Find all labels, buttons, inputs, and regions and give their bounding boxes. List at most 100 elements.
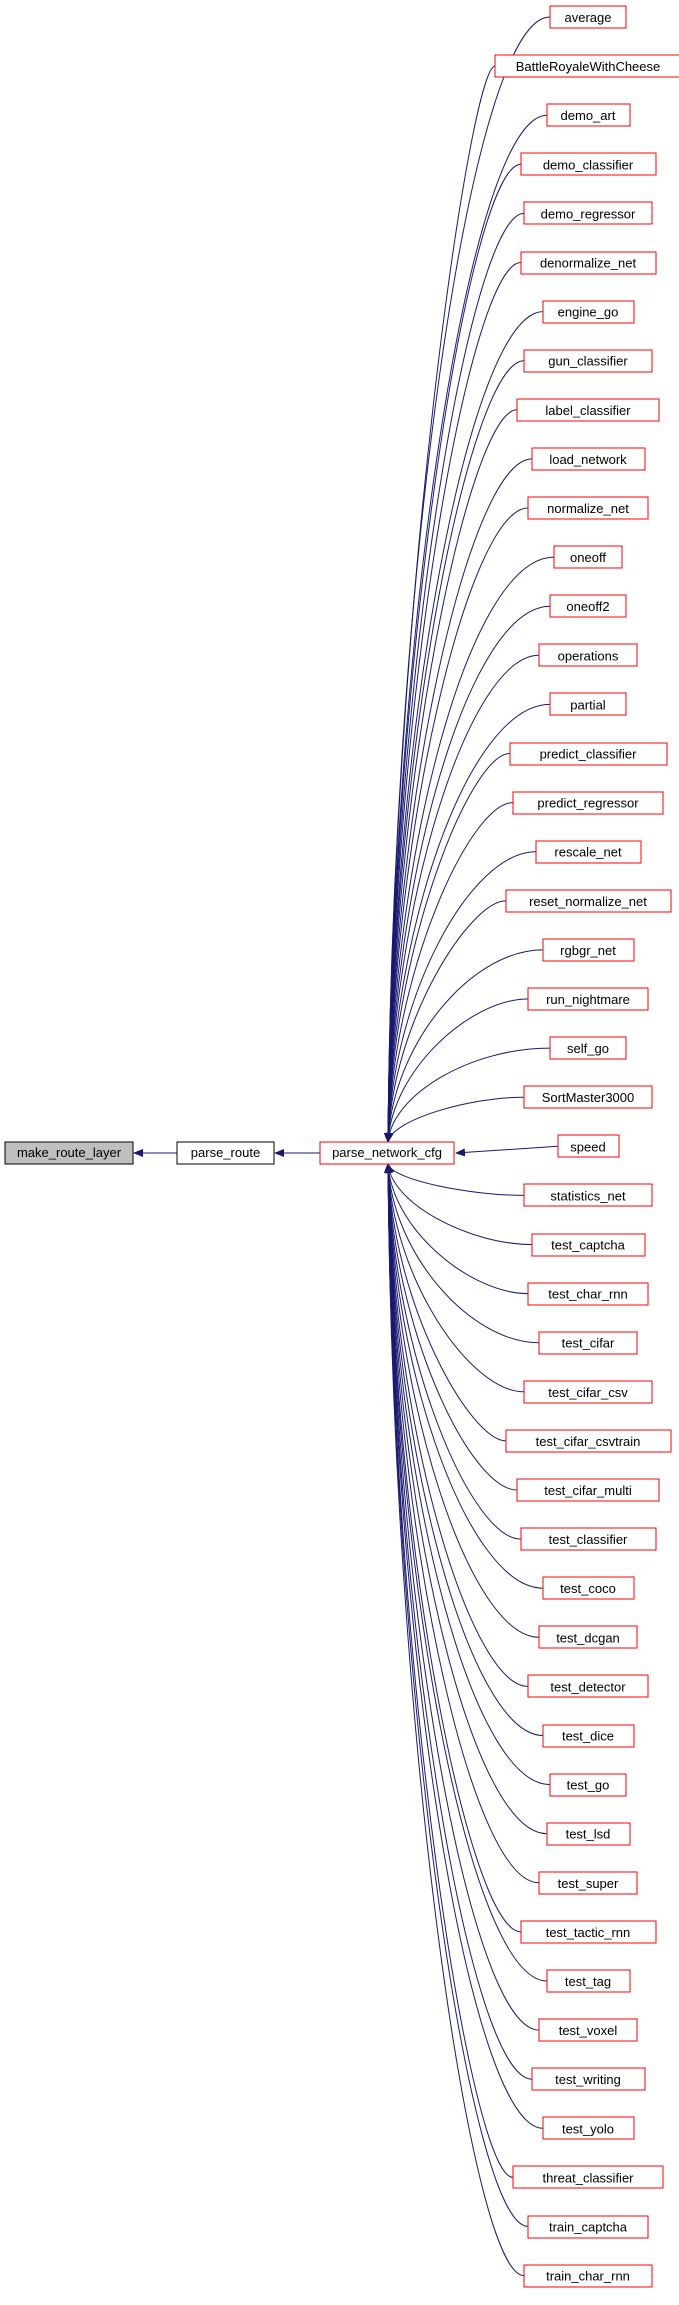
- edge-oneoff2-to-parse-network-cfg: [384, 605, 551, 1143]
- edge-gun-classifier-to-parse-network-cfg: [384, 360, 525, 1143]
- node-label: test_char_rnn: [548, 1287, 628, 1302]
- node-self-go[interactable]: self_go: [549, 1036, 627, 1060]
- node-test-tactic-rnn[interactable]: test_tactic_rnn: [520, 1920, 657, 1944]
- edge-test-lsd-to-parse-network-cfg: [384, 1163, 548, 1835]
- edge-test-go-to-parse-network-cfg: [384, 1163, 551, 1786]
- node-parse-route[interactable]: parse_route: [176, 1141, 275, 1165]
- node-test-char-rnn[interactable]: test_char_rnn: [527, 1282, 649, 1306]
- node-test-cifar-multi[interactable]: test_cifar_multi: [516, 1478, 660, 1502]
- edge-label-classifier-to-parse-network-cfg: [384, 409, 518, 1143]
- node-label: oneoff: [570, 550, 606, 565]
- edge-rescale-net-to-parse-network-cfg: [384, 851, 537, 1143]
- node-label: test_dice: [562, 1729, 614, 1744]
- node-test-tag[interactable]: test_tag: [546, 1969, 631, 1993]
- node-label: reset_normalize_net: [529, 894, 647, 909]
- node-label: rescale_net: [554, 845, 622, 860]
- node-normalize-net[interactable]: normalize_net: [527, 496, 649, 520]
- node-run-nightmare[interactable]: run_nightmare: [527, 987, 649, 1011]
- node-train-char-rnn[interactable]: train_char_rnn: [523, 2264, 653, 2288]
- node-label: speed: [570, 1139, 605, 1154]
- node-threat-classifier[interactable]: threat_classifier: [512, 2165, 664, 2189]
- node-label: test_tag: [565, 1974, 611, 1989]
- edge-test-cifar-csvtrain-to-parse-network-cfg: [384, 1163, 507, 1442]
- node-demo-art[interactable]: demo_art: [546, 103, 631, 127]
- edge-test-cifar-csv-to-parse-network-cfg: [384, 1163, 525, 1393]
- node-label: test_coco: [560, 1581, 616, 1596]
- node-rescale-net[interactable]: rescale_net: [535, 840, 642, 864]
- node-train-captcha[interactable]: train_captcha: [527, 2215, 649, 2239]
- node-label: test_go: [567, 1778, 610, 1793]
- edge-denormalize-net-to-parse-network-cfg: [384, 262, 522, 1143]
- node-operations[interactable]: operations: [538, 643, 638, 667]
- node-test-cifar-csvtrain[interactable]: test_cifar_csvtrain: [505, 1429, 672, 1453]
- edge-test-tactic-rnn-to-parse-network-cfg: [384, 1163, 522, 1933]
- node-test-voxel[interactable]: test_voxel: [538, 2018, 638, 2042]
- edge-rgbgr-net-to-parse-network-cfg: [384, 949, 544, 1143]
- edge-partial-to-parse-network-cfg: [384, 703, 551, 1143]
- edge-test-char-rnn-to-parse-network-cfg: [384, 1163, 529, 1295]
- edge-average-to-parse-network-cfg: [384, 16, 551, 1143]
- node-label: test_voxel: [559, 2023, 618, 2038]
- node-label: load_network: [549, 452, 627, 467]
- node-sortmaster3000[interactable]: SortMaster3000: [523, 1085, 653, 1109]
- edge-test-super-to-parse-network-cfg: [384, 1163, 540, 1884]
- node-test-super[interactable]: test_super: [538, 1871, 638, 1895]
- node-reset-normalize-net[interactable]: reset_normalize_net: [505, 889, 672, 913]
- node-test-classifier[interactable]: test_classifier: [520, 1527, 657, 1551]
- node-average[interactable]: average: [549, 5, 627, 29]
- edge-test-dcgan-to-parse-network-cfg: [384, 1163, 540, 1638]
- node-rgbgr-net[interactable]: rgbgr_net: [542, 938, 635, 962]
- node-label: statistics_net: [550, 1188, 626, 1203]
- node-test-cifar-csv[interactable]: test_cifar_csv: [523, 1380, 653, 1404]
- node-battleroyalewithcheese[interactable]: BattleRoyaleWithCheese: [494, 54, 679, 78]
- node-test-lsd[interactable]: test_lsd: [546, 1822, 631, 1846]
- node-statistics-net[interactable]: statistics_net: [523, 1183, 653, 1207]
- node-label: BattleRoyaleWithCheese: [516, 59, 661, 74]
- node-test-writing[interactable]: test_writing: [531, 2067, 646, 2091]
- edge-test-captcha-to-parse-network-cfg: [384, 1163, 533, 1245]
- node-label-classifier[interactable]: label_classifier: [516, 398, 660, 422]
- node-test-detector[interactable]: test_detector: [527, 1674, 649, 1698]
- node-demo-classifier[interactable]: demo_classifier: [520, 152, 657, 176]
- node-oneoff2[interactable]: oneoff2: [549, 594, 627, 618]
- edge-test-yolo-to-parse-network-cfg: [384, 1163, 544, 2129]
- node-partial[interactable]: partial: [549, 692, 627, 716]
- edge-sortmaster3000-to-parse-network-cfg: [385, 1096, 525, 1143]
- edge-test-tag-to-parse-network-cfg: [384, 1163, 548, 1982]
- edge-oneoff-to-parse-network-cfg: [384, 556, 555, 1143]
- node-test-dcgan[interactable]: test_dcgan: [538, 1625, 638, 1649]
- node-label: predict_classifier: [540, 747, 637, 762]
- node-test-coco[interactable]: test_coco: [542, 1576, 635, 1600]
- node-label: test_cifar_multi: [544, 1483, 632, 1498]
- node-test-yolo[interactable]: test_yolo: [542, 2116, 635, 2140]
- node-test-go[interactable]: test_go: [549, 1773, 627, 1797]
- node-parse-network-cfg[interactable]: parse_network_cfg: [319, 1141, 455, 1165]
- node-predict-classifier[interactable]: predict_classifier: [509, 742, 668, 766]
- node-label: predict_regressor: [537, 796, 639, 811]
- node-label: self_go: [567, 1041, 609, 1056]
- node-test-captcha[interactable]: test_captcha: [531, 1233, 646, 1257]
- edge-predict-classifier-to-parse-network-cfg: [384, 753, 511, 1143]
- node-oneoff[interactable]: oneoff: [553, 545, 623, 569]
- node-test-dice[interactable]: test_dice: [542, 1724, 635, 1748]
- node-denormalize-net[interactable]: denormalize_net: [520, 251, 657, 275]
- node-label: make_route_layer: [17, 1145, 122, 1160]
- node-label: test_captcha: [551, 1238, 625, 1253]
- edge-test-writing-to-parse-network-cfg: [384, 1163, 533, 2080]
- node-label: rgbgr_net: [560, 943, 616, 958]
- node-speed[interactable]: speed: [557, 1134, 620, 1158]
- node-predict-regressor[interactable]: predict_regressor: [512, 791, 664, 815]
- edge-test-cifar-multi-to-parse-network-cfg: [384, 1163, 518, 1491]
- node-engine-go[interactable]: engine_go: [542, 300, 635, 324]
- nodes: make_route_layer parse_route parse_netwo…: [4, 5, 679, 2288]
- edge-battleroyalewithcheese-to-parse-network-cfg: [384, 65, 496, 1143]
- node-label: test_detector: [550, 1679, 626, 1694]
- node-label: oneoff2: [566, 599, 609, 614]
- node-load-network[interactable]: load_network: [531, 447, 646, 471]
- node-gun-classifier[interactable]: gun_classifier: [523, 349, 653, 373]
- node-demo-regressor[interactable]: demo_regressor: [523, 201, 653, 225]
- node-test-cifar[interactable]: test_cifar: [538, 1331, 638, 1355]
- edges: [133, 16, 559, 2277]
- edge-statistics-net-to-parse-network-cfg: [386, 1163, 525, 1196]
